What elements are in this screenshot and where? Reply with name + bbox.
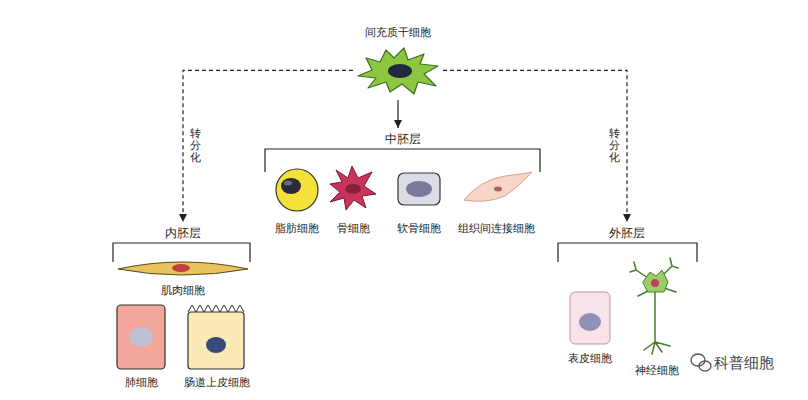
differentiation-arrow bbox=[183, 70, 353, 222]
cell-type: 组织间连接细胞 bbox=[452, 162, 540, 238]
group-heading: 内胚层 bbox=[165, 226, 201, 240]
group-heading: 中胚层 bbox=[385, 132, 421, 146]
mesoderm-bracket bbox=[265, 149, 540, 172]
neuron-icon bbox=[630, 258, 678, 354]
cell-label: 表皮细胞 bbox=[568, 352, 612, 366]
cell-label: 脂肪细胞 bbox=[275, 222, 319, 236]
cell-type: 脂肪细胞 bbox=[268, 162, 326, 238]
cell-type: 肺细胞 bbox=[110, 302, 172, 392]
lung-cell-icon bbox=[117, 305, 165, 369]
ectoderm-bracket bbox=[558, 243, 697, 262]
osteocyte-icon bbox=[330, 166, 376, 210]
chondrocyte-icon bbox=[398, 173, 440, 205]
cell-label: 骨细胞 bbox=[337, 222, 370, 236]
cell-label: 组织间连接细胞 bbox=[458, 222, 535, 236]
cell-type: 肠道上皮细胞 bbox=[178, 302, 256, 392]
cell-type: 骨细胞 bbox=[327, 162, 379, 238]
cell-label: 肌肉细胞 bbox=[161, 284, 205, 298]
cell-type: 神经细胞 bbox=[622, 258, 692, 380]
edge-label: 转分化 bbox=[609, 127, 620, 165]
muscle-cell-icon bbox=[118, 262, 248, 275]
cell-type: 肌肉细胞 bbox=[115, 256, 250, 300]
watermark-icon bbox=[691, 354, 711, 371]
cell-label: 肠道上皮细胞 bbox=[184, 376, 250, 390]
differentiation-arrow bbox=[397, 100, 398, 128]
connective-cell-icon bbox=[464, 172, 532, 201]
intestinal-cell-icon bbox=[188, 305, 244, 369]
epidermal-cell-icon bbox=[570, 292, 610, 344]
cell-label: 神经细胞 bbox=[635, 364, 679, 378]
group-bracket bbox=[113, 149, 697, 262]
endoderm-bracket bbox=[113, 243, 250, 262]
cell-type: 软骨细胞 bbox=[392, 162, 446, 238]
edge-label: 转分化 bbox=[190, 127, 201, 165]
cell-type: 表皮细胞 bbox=[560, 288, 620, 368]
germ-layer-group: 外胚层表皮细胞神经细胞 bbox=[552, 222, 702, 382]
differentiation-arrow bbox=[443, 70, 627, 222]
germ-layer-group: 中胚层脂肪细胞 骨细胞 软骨细胞 组织间连接细胞 bbox=[262, 128, 544, 240]
cell-label: 软骨细胞 bbox=[397, 222, 441, 236]
germ-layer-group: 内胚层肌肉细胞肺细胞 肠道上皮细胞 bbox=[108, 222, 258, 394]
watermark: 科普细胞 bbox=[714, 354, 774, 372]
cell-label: 间充质干细胞 bbox=[365, 26, 431, 40]
stem-cell-icon bbox=[358, 48, 438, 94]
adipocyte-icon bbox=[276, 169, 318, 211]
stem-cell-node: 间充质干细胞 bbox=[353, 22, 443, 100]
cell-label: 肺细胞 bbox=[125, 376, 158, 390]
group-heading: 外胚层 bbox=[609, 226, 645, 240]
